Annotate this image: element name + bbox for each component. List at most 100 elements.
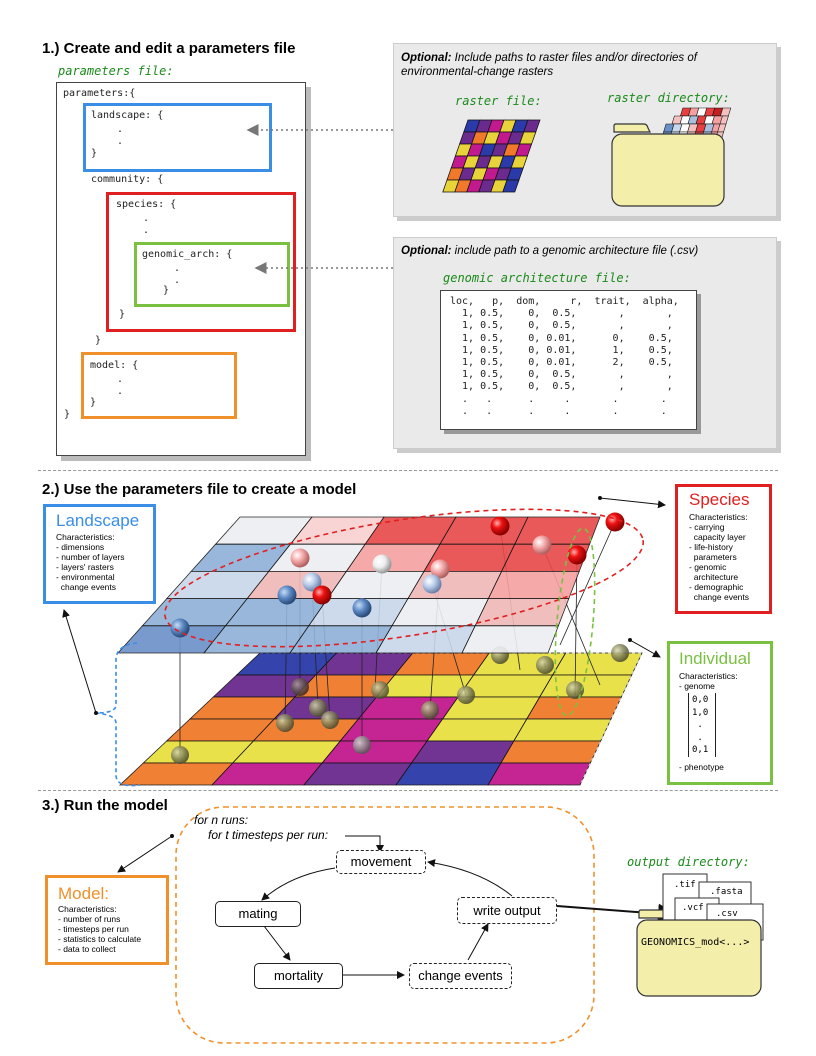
for-t-timesteps: for t timesteps per run:	[208, 828, 329, 842]
parameters-file-label: parameters file:	[58, 64, 174, 78]
section1-title: 1.) Create and edit a parameters file	[42, 40, 296, 57]
code-landscape: landscape: {	[91, 110, 164, 121]
genomic-csv-sheet	[440, 290, 697, 430]
landscape-body: Characteristics: - dimensions - number o…	[56, 532, 125, 592]
raster-file-icon	[442, 119, 541, 193]
individual-projection-line	[559, 521, 616, 646]
bottom-layer-cell	[539, 674, 633, 698]
bottom-layer-cell	[487, 762, 591, 786]
raster-cell	[502, 179, 520, 193]
individual-title: Individual	[679, 649, 751, 668]
individual	[170, 618, 190, 638]
species-body: Characteristics: - carrying capacity lay…	[689, 512, 750, 602]
code-model: model: {	[90, 360, 139, 371]
code-genomic-arch: genomic_arch: {	[142, 249, 233, 260]
individual	[290, 548, 310, 568]
output-file-fasta: .fasta	[710, 887, 743, 897]
bottom-layer-cell	[551, 652, 643, 676]
individual	[532, 535, 552, 555]
individual	[352, 598, 372, 618]
individual-shadow	[321, 711, 339, 729]
individual	[422, 574, 442, 594]
code-close: }	[91, 148, 98, 159]
landscape-title: Landscape	[56, 511, 140, 530]
individual	[490, 516, 510, 536]
raster-directory-icon	[611, 107, 732, 207]
params-open: parameters:{	[63, 88, 136, 99]
raster-directory-label: raster directory:	[607, 91, 730, 105]
bottom-layer-cell	[339, 718, 444, 742]
top-layer-cell	[439, 516, 529, 545]
optional-raster-text: Optional: Include paths to raster files …	[401, 52, 697, 78]
code-close: }	[64, 409, 71, 420]
top-layer-cell	[375, 625, 476, 654]
code-dots: . .	[117, 124, 124, 147]
bottom-layer-cell	[303, 762, 413, 786]
individual-phenotype: - phenotype	[679, 762, 724, 772]
code-dots: . .	[174, 263, 181, 286]
code-species: species: {	[116, 199, 177, 210]
code-close: }	[119, 309, 126, 320]
bottom-layer-cell	[395, 762, 502, 786]
top-layer-cell	[487, 571, 580, 599]
code-close: }	[90, 397, 97, 408]
top-layer-cell	[407, 571, 503, 599]
species-characteristics-box: Species Characteristics: - carrying capa…	[675, 484, 772, 614]
bottom-layer-cell	[426, 718, 528, 742]
top-layer-cell	[391, 598, 490, 627]
top-layer-cell	[461, 625, 559, 654]
individual-shadow	[276, 714, 294, 732]
bottom-layer-cell	[357, 696, 459, 720]
bottom-layer-cell	[321, 740, 428, 764]
species-outline	[164, 508, 644, 648]
step-movement: movement	[336, 850, 426, 874]
individual	[567, 545, 587, 565]
bottom-layer-cell	[500, 740, 602, 764]
step-mortality: mortality	[254, 963, 343, 989]
individual	[372, 554, 392, 574]
output-directory-label: output directory:	[627, 855, 750, 869]
individual-characteristics-box: Individual Characteristics: - genome 0,0…	[667, 641, 773, 785]
output-file-vcf: .vcf	[682, 903, 704, 913]
section-separator	[38, 790, 778, 791]
model-body: Characteristics: - number of runs - time…	[58, 904, 142, 954]
output-folder-name: GEONOMICS_mod<...>	[641, 937, 750, 948]
individual-shadow	[536, 656, 554, 674]
individual-body: Characteristics: - genome	[679, 671, 738, 691]
genomic-csv-content: loc, p, dom, r, trait, alpha, 1, 0.5, 0,…	[450, 296, 679, 417]
code-dots: . .	[143, 213, 150, 236]
individual-shadow	[291, 678, 309, 696]
landscape-characteristics-box: Landscape Characteristics: - dimensions …	[43, 504, 156, 604]
species-title: Species	[689, 490, 750, 509]
individual-shadow	[611, 644, 629, 662]
bottom-layer-cell	[513, 718, 612, 742]
individual	[302, 572, 322, 592]
individual-shadow	[421, 701, 439, 719]
code-dots: . .	[117, 374, 124, 397]
bottom-layer-cell	[410, 740, 515, 764]
individual-shadow	[353, 736, 371, 754]
section1-arrows	[246, 124, 393, 274]
output-folder-icon	[636, 873, 764, 997]
section3-title: 3.) Run the model	[42, 797, 168, 814]
output-file-csv: .csv	[716, 909, 738, 919]
species-block	[106, 192, 296, 332]
individual-shadow	[371, 681, 389, 699]
for-n-runs: for n runs:	[194, 813, 249, 827]
step-change-events: change events	[409, 963, 512, 989]
individual	[277, 585, 297, 605]
output-file-tif: .tif	[674, 880, 696, 890]
section2-title: 2.) Use the parameters file to create a …	[42, 481, 357, 498]
landscape-brace	[95, 642, 141, 787]
code-community: community: {	[91, 174, 164, 185]
genome-matrix: 0,0 1,0 . . 0,1	[688, 693, 716, 757]
section-separator	[38, 470, 778, 471]
genomic-arch-block	[134, 242, 290, 307]
raster-file-label: raster file:	[455, 94, 542, 108]
genomic-architecture-file-label: genomic architecture file:	[443, 271, 631, 285]
individual-shadow	[457, 686, 475, 704]
step-mating: mating	[215, 901, 301, 927]
model-characteristics-box: Model: Characteristics: - number of runs…	[45, 875, 169, 965]
genome-values: 0,0 1,0 . . 0,1	[692, 695, 709, 755]
step-write-output: write output	[457, 897, 557, 924]
